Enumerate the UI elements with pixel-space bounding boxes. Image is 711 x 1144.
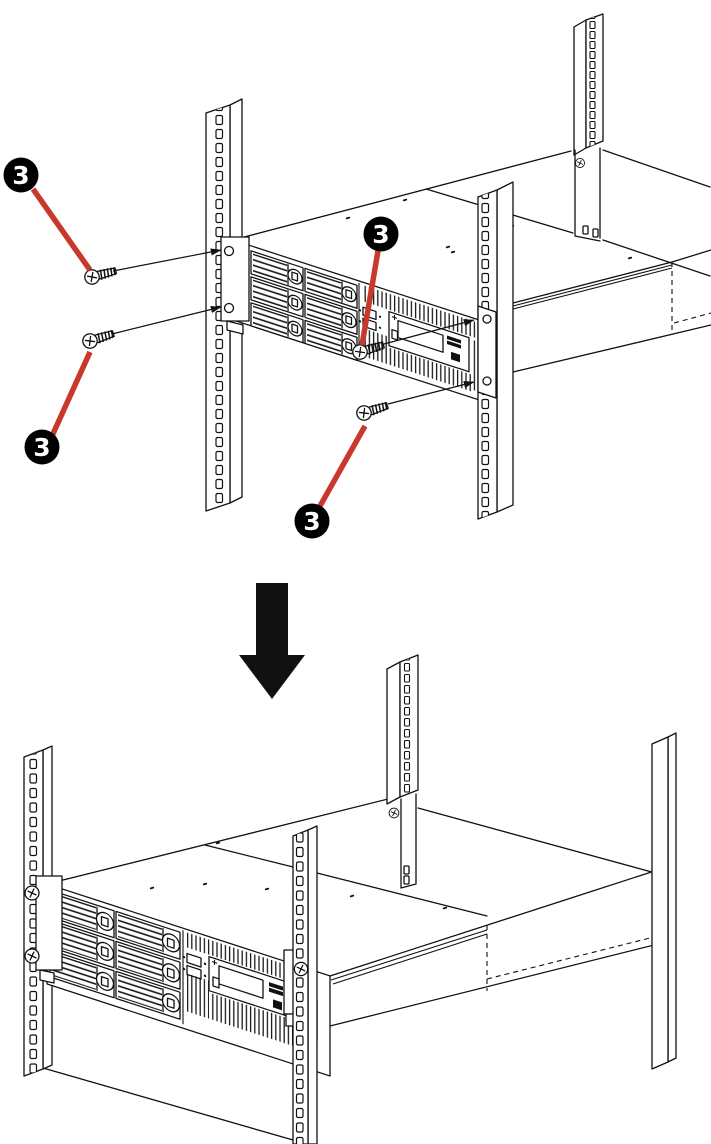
leader-line [359,250,381,346]
mounting-ear-left [24,875,63,984]
callout-badge: 3 [363,216,399,252]
ear-screw-hole [223,245,235,257]
vent-grille [187,932,303,986]
screw-icon [354,397,391,423]
ear-screw-hole [223,302,235,314]
callout-label: 3 [12,161,29,190]
screw-icon [80,325,117,351]
rack-post-rear-left [386,654,419,889]
hidden-edge-dashed [486,925,651,991]
usb-port [186,952,202,968]
rack-post-front-right [292,825,318,1144]
ear-screw-hole [482,376,492,386]
pointer-arrow [387,381,475,405]
pointer-arrow [383,319,475,345]
installed-screw-icon [293,961,309,977]
rear-screw-icon [388,807,400,819]
callout-label: 3 [33,433,50,462]
chassis-top-surface [232,149,711,373]
mounting-ear-right [477,305,497,399]
callout-badge: 3 [3,157,39,193]
callout-label: 3 [303,507,320,536]
down-arrow-icon [239,583,305,699]
mounting-ear-left [220,236,250,335]
step-1-figure: 3 3 3 3 [3,13,711,539]
rack-base-edge [42,1067,294,1141]
rack-post-rear-right [573,13,604,242]
callout-badge: 3 [294,503,330,539]
installed-screw-icon [24,948,40,964]
pointer-arrow [112,248,222,272]
vent-grille [363,285,483,341]
ear-screw-hole [482,314,492,324]
callout-badge: 3 [24,429,60,465]
step-2-figure [23,654,677,1144]
leader-line [49,350,93,438]
rack-post-front-left [23,745,53,1077]
rack-post-far-right [651,732,677,1070]
leader-line [317,424,368,508]
enclosure-front-panel [46,883,331,1077]
rivet-dot [445,245,451,249]
leader-line [30,187,93,272]
chassis-top-surface [42,798,671,1141]
callout-label: 3 [372,220,389,249]
side-rail [512,324,711,373]
hidden-edge-dashed [671,262,711,331]
pointer-arrow [111,305,222,335]
installed-screw-icon [24,885,40,901]
rear-screw-icon [575,158,585,168]
lcd-display [388,311,470,373]
side-rail [321,940,671,1029]
